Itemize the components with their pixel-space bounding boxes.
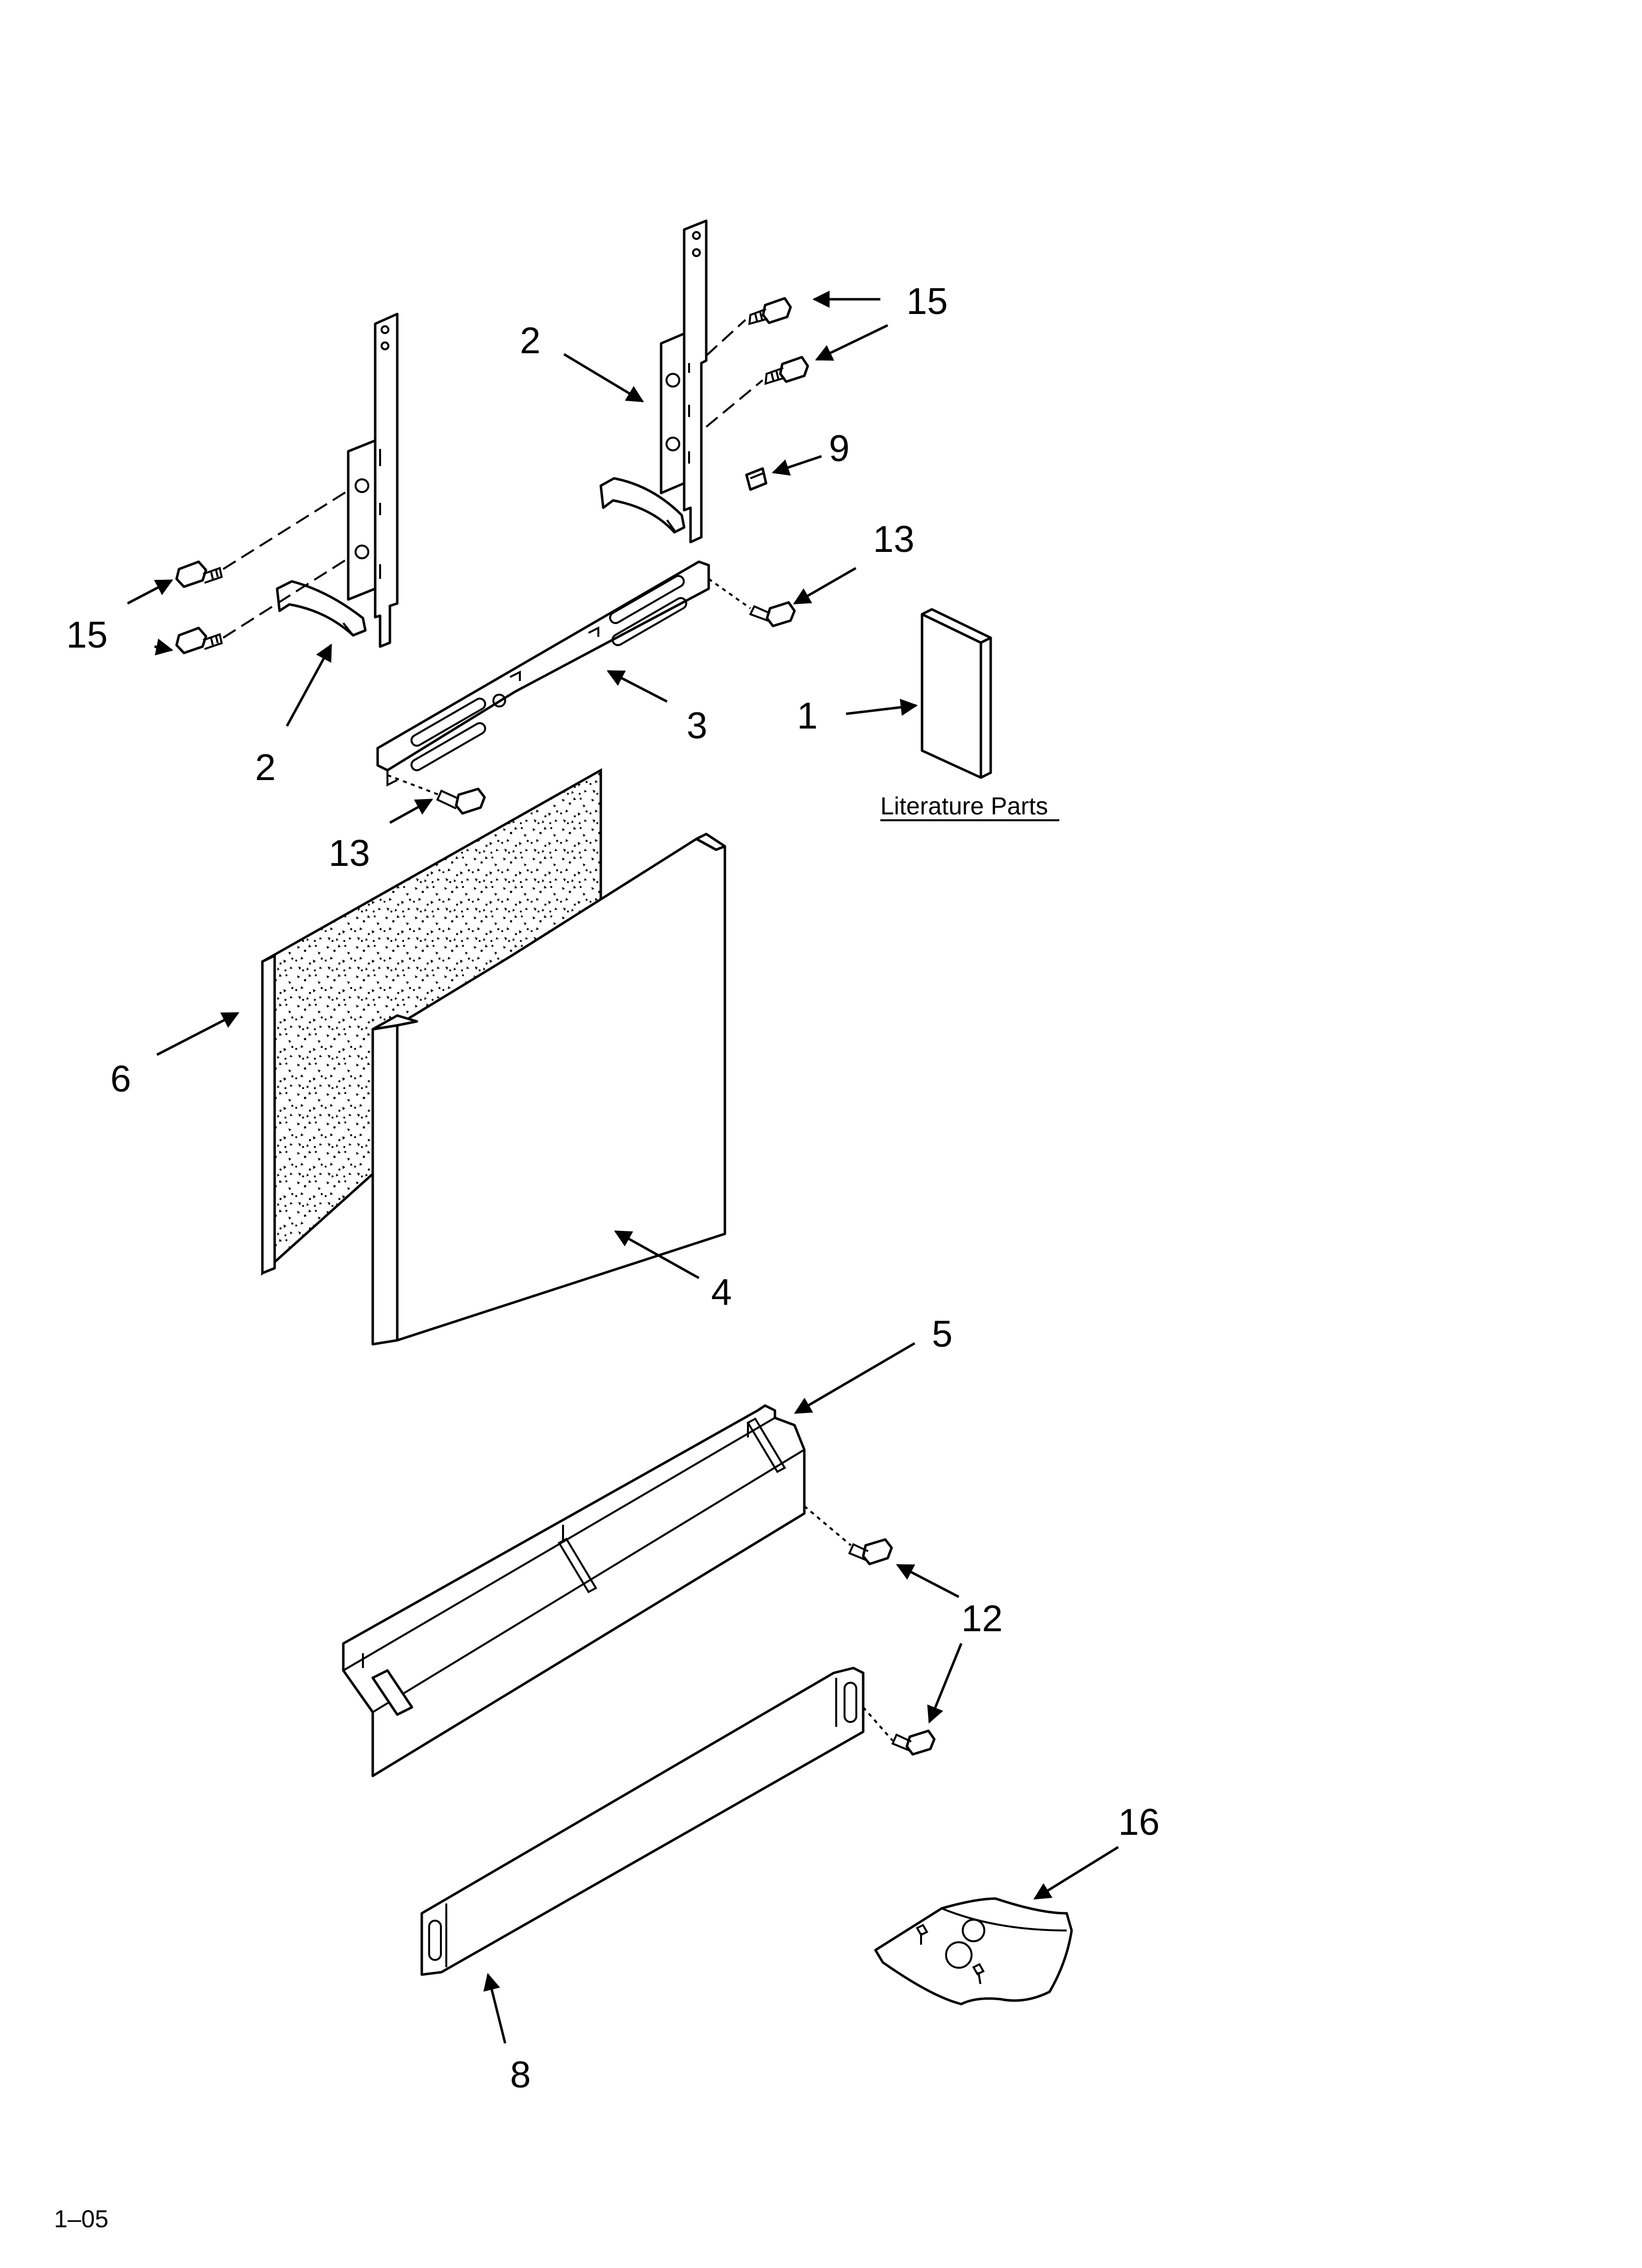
screw-icon (749, 601, 796, 627)
screw-icon (436, 787, 486, 815)
door-panel (371, 833, 726, 1346)
screw-icon (175, 560, 223, 588)
screw-icon (175, 626, 223, 654)
callout-13-right: 13 (873, 519, 915, 560)
callout-5: 5 (932, 1313, 952, 1355)
callout-8: 8 (510, 2054, 531, 2096)
callout-3: 3 (687, 705, 707, 747)
callout-16: 16 (1118, 1801, 1160, 1843)
leader-arrows (127, 290, 1119, 2044)
callout-9: 9 (829, 428, 849, 469)
callout-6: 6 (110, 1058, 131, 1100)
screw-icon (748, 297, 792, 325)
mounting-rail (376, 560, 710, 787)
callout-1: 1 (797, 695, 818, 737)
callout-15-top: 15 (906, 281, 948, 322)
callout-13-left: 13 (329, 833, 370, 874)
screw-icon (848, 1538, 893, 1565)
toe-panel (342, 1404, 806, 1777)
callout-4: 4 (711, 1272, 732, 1313)
callout-15-left: 15 (66, 614, 108, 656)
door-hinge-bracket-right (599, 219, 708, 544)
screw-icon (764, 356, 809, 385)
kick-plate (420, 1667, 865, 1976)
callout-2-top: 2 (520, 320, 540, 362)
door-hinge-bracket-left (276, 313, 399, 648)
booklet-icon (921, 608, 992, 779)
screw-icon (891, 1729, 936, 1756)
literature-parts-caption: Literature Parts (880, 792, 1048, 820)
footer-code: 1–05 (54, 2205, 108, 2233)
clip-icon (745, 467, 768, 491)
parts-bag-icon (874, 1897, 1073, 2006)
callout-12: 12 (961, 1598, 1003, 1640)
callout-2-left: 2 (255, 747, 276, 788)
